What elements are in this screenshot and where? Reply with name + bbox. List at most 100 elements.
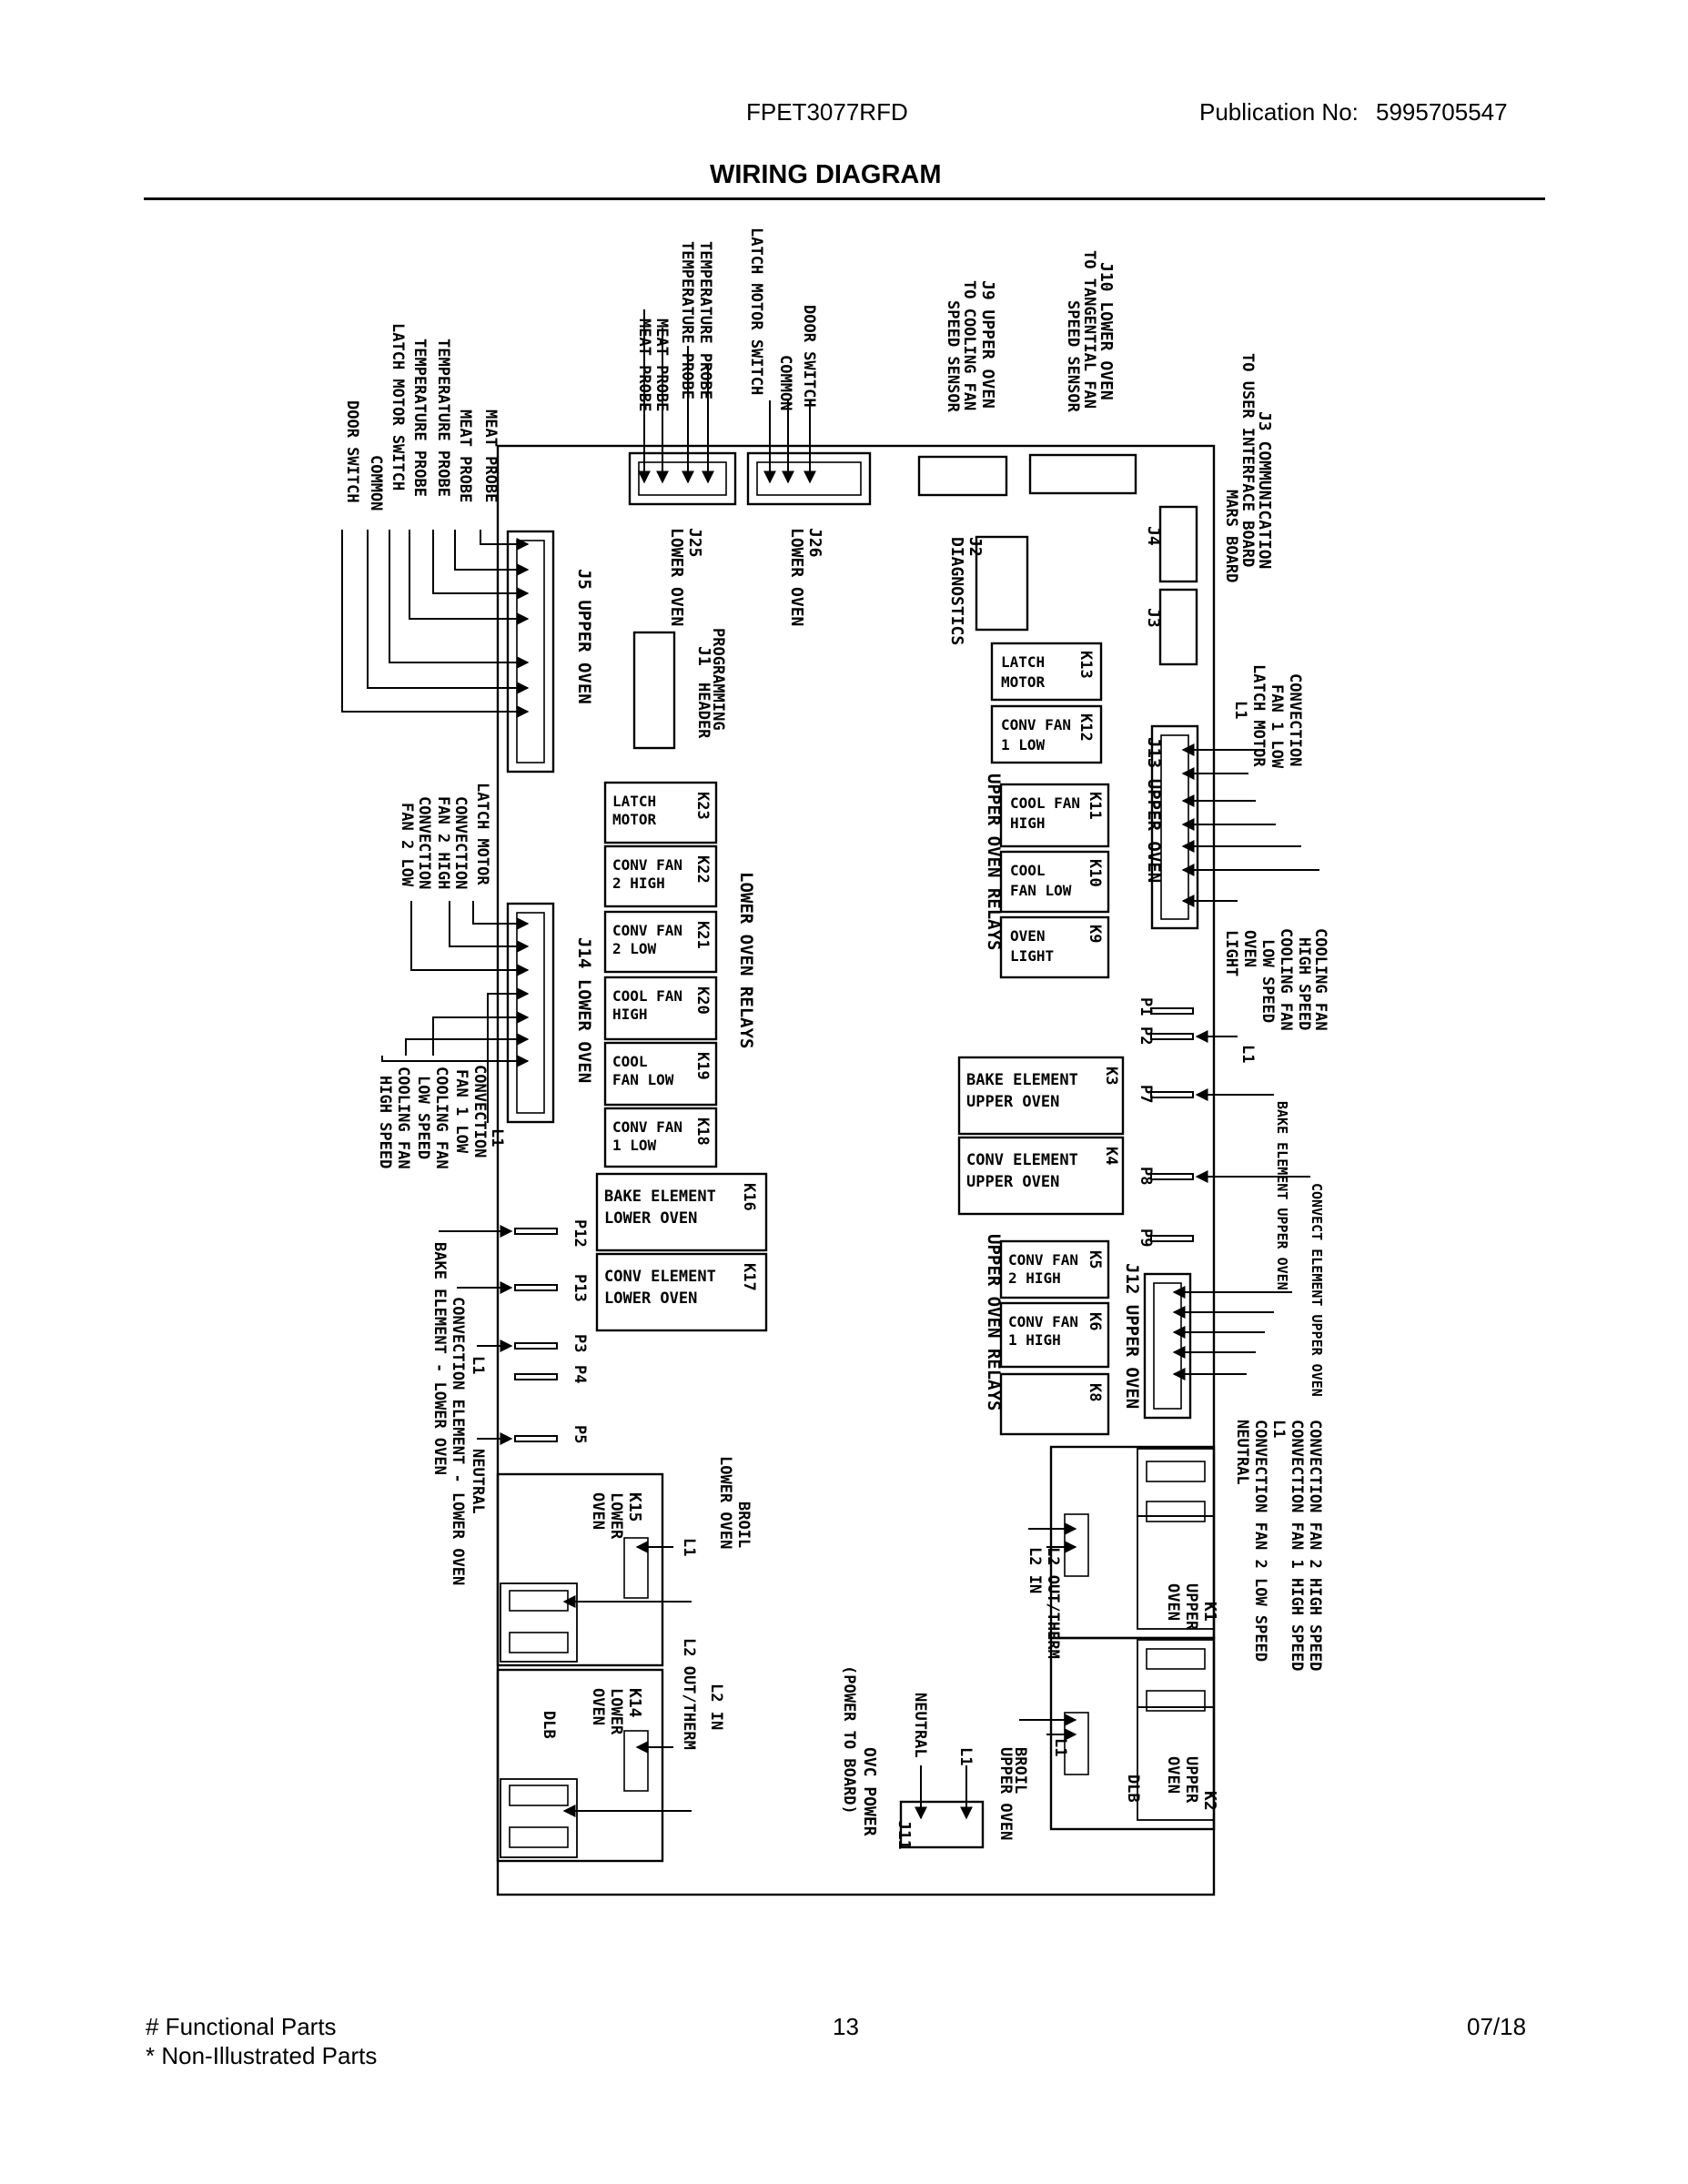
j5-wire-3: TEMPERATURE PROBE <box>434 339 452 497</box>
k2-l3: DLB <box>1124 1774 1142 1803</box>
relay-k20-line1: COOL FAN <box>612 987 682 1005</box>
j14-wire-10: LOW SPEED <box>414 1076 432 1159</box>
relay-k18-line2: 1 LOW <box>612 1137 657 1154</box>
lower-oven-relays-label: LOWER OVEN RELAYS <box>736 872 756 1048</box>
k1-l2: OVEN <box>1164 1583 1182 1621</box>
k1-id: K1 <box>1200 1602 1219 1622</box>
j2-connector <box>975 535 1029 632</box>
relay-k22-line2: 2 HIGH <box>612 875 665 892</box>
j9-label: J9 UPPER OVEN <box>978 280 997 409</box>
j26-wire-1: LATCH MOTOR SWITCH <box>747 228 765 395</box>
j25-connector <box>628 451 737 506</box>
k2-wire-2b: UPPER OVEN <box>996 1747 1015 1840</box>
p3-label: P3 <box>571 1334 589 1352</box>
j10-desc-2: SPEED SENSOR <box>1064 300 1082 413</box>
relay-k23 <box>603 781 718 844</box>
j5-wire-6: COMMON <box>367 455 385 511</box>
j5-wire-2: MEAT PROBE <box>456 410 474 502</box>
publication-number: 5995705547 <box>1376 98 1508 126</box>
relay-k12-id: K12 <box>1076 713 1095 742</box>
j2-id: J2 <box>965 537 985 557</box>
j3-connector <box>1158 588 1198 666</box>
relay-k3-line2: UPPER OVEN <box>966 1093 1059 1111</box>
relay-k4-id: K4 <box>1102 1147 1120 1165</box>
publication-label: Publication No: <box>1199 98 1359 126</box>
p13-label: P13 <box>571 1274 589 1302</box>
relay-k11-line2: HIGH <box>1010 814 1046 832</box>
j26-wire-2: COMMON <box>776 355 794 410</box>
k1-wire-2: L2 IN <box>1026 1547 1044 1593</box>
j11-wire-neutral: NEUTRAL <box>911 1693 929 1758</box>
k15-l1: LOWER <box>607 1492 625 1540</box>
j14-id: J14 LOWER OVEN <box>574 937 594 1083</box>
p2-label: P2 <box>1137 1026 1155 1045</box>
j26-wire-3: DOOR SWITCH <box>800 305 818 408</box>
terminal-p7 <box>1150 1091 1194 1098</box>
relay-k12-line2: 1 LOW <box>1001 736 1046 753</box>
p5-wire: NEUTRAL <box>469 1449 487 1514</box>
j10-label: J10 LOWER OVEN <box>1097 262 1116 400</box>
j14-wire-5: FAN 2 LOW <box>398 803 416 887</box>
relay-k9-id: K9 <box>1086 925 1104 943</box>
j25-wire-1: MEAT PROBE <box>635 318 653 411</box>
k15-id: K15 <box>625 1492 644 1522</box>
j4-connector <box>1158 505 1198 583</box>
k14-wire-2: L2 IN <box>707 1684 725 1730</box>
p12-wire: BAKE ELEMENT - LOWER OVEN <box>430 1242 449 1475</box>
relay-k11-id: K11 <box>1086 792 1104 820</box>
j10-connector <box>1028 453 1137 495</box>
j25-wire-4: TEMPERATURE PROBE <box>696 241 714 399</box>
p3-wire: L1 <box>469 1356 487 1374</box>
relay-k12 <box>990 704 1103 764</box>
j9-connector <box>917 455 1008 497</box>
k15-l2: OVEN <box>589 1492 607 1530</box>
j5-wire-7: DOOR SWITCH <box>343 400 361 503</box>
j11-desc-2: (POWER TO BOARD) <box>840 1665 858 1815</box>
j14-connector <box>506 902 555 1124</box>
relay-k13-id: K13 <box>1076 651 1095 679</box>
relay-k23-line2: MOTOR <box>612 811 657 828</box>
relay-k17 <box>595 1252 768 1332</box>
relay-k4 <box>957 1136 1125 1216</box>
k2-id: K2 <box>1200 1791 1219 1811</box>
j3-comm-label: J3 COMMUNICATION <box>1255 411 1274 569</box>
j12-wire-2: CONVECTION FAN 1 HIGH SPEED <box>1288 1420 1306 1671</box>
terminal-p1 <box>1150 1007 1194 1015</box>
title-rule <box>144 197 1545 200</box>
relay-k19-id: K19 <box>693 1052 712 1080</box>
relay-k13-line1: LATCH <box>1001 653 1045 671</box>
relay-k18-id: K18 <box>693 1117 712 1146</box>
j14-wire-12: HIGH SPEED <box>376 1076 394 1168</box>
relay-k10-line2: FAN LOW <box>1010 882 1072 899</box>
relay-k9-line2: LIGHT <box>1010 947 1054 965</box>
j5-wire-4: TEMPERATURE PROBE <box>410 339 429 497</box>
j10-desc-1: TO TANGENTIAL FAN <box>1080 250 1098 409</box>
j3-comm-desc-1: TO USER INTERFACE BOARD <box>1238 353 1257 567</box>
j13-wire-7: COOLING FAN <box>1277 928 1295 1031</box>
relay-k6-line1: CONV FAN <box>1008 1313 1078 1330</box>
k14-l1: LOWER <box>607 1688 625 1735</box>
relay-k20-id: K20 <box>693 986 712 1015</box>
relay-k21-line2: 2 LOW <box>612 940 657 957</box>
relay-k21-line1: CONV FAN <box>612 922 682 939</box>
relay-k3-line1: BAKE ELEMENT <box>966 1071 1078 1089</box>
j13-id: J13 UPPER OVEN <box>1144 737 1164 883</box>
relay-k10 <box>999 850 1110 914</box>
j13-wire-4: L1 <box>1231 701 1249 719</box>
j14-wire-6: L1 <box>488 1128 506 1147</box>
relay-k17-line1: CONV ELEMENT <box>604 1268 716 1286</box>
j14-wire-7: CONVECTION <box>470 1065 489 1158</box>
relay-k17-id: K17 <box>740 1263 758 1291</box>
p8-wire: CONVECT ELEMENT UPPER OVEN <box>1309 1183 1325 1397</box>
k1-l1: UPPER <box>1182 1583 1200 1631</box>
relay-k23-line1: LATCH <box>612 793 656 810</box>
j4-id: J4 <box>1144 526 1163 546</box>
k14-id: K14 <box>625 1688 644 1718</box>
relay-k9 <box>999 915 1110 979</box>
j14-wire-11: COOLING FAN <box>394 1067 412 1169</box>
j12-wire-5: NEUTRAL <box>1233 1420 1251 1485</box>
j5-id: J5 UPPER OVEN <box>574 569 594 704</box>
relay-k22 <box>603 844 718 908</box>
k15-wire-2b: LOWER OVEN <box>716 1456 734 1549</box>
